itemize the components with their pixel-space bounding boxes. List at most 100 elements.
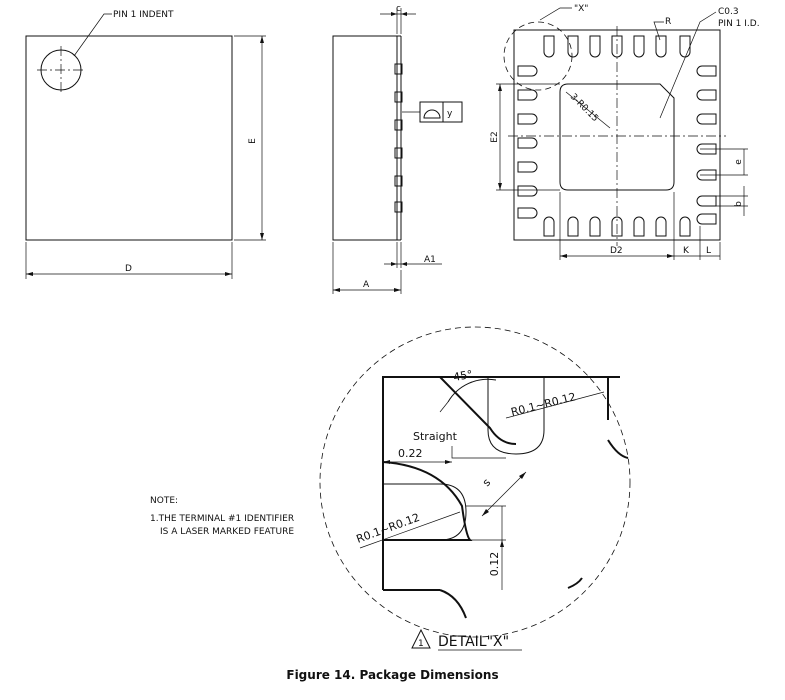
dim-a-label: A [363,280,370,290]
angle-leader [439,401,449,413]
pad [543,35,555,58]
pin1-indent-leader [73,13,112,57]
pad [696,113,717,125]
dim-c-label: c [396,4,401,14]
radius-top-leader [505,391,605,419]
detail-title: DETAIL"X" [438,634,509,650]
note-title: NOTE: [150,496,178,506]
dim-e-label: E [248,138,258,144]
d2-arrow-l [560,254,567,258]
pad [517,207,538,219]
a-arrow-l [333,288,340,292]
dim-012-label: 0.12 [488,552,501,577]
pad [611,216,623,237]
flatness-box [419,101,463,123]
pin1-id-label: PIN 1 I.D. [718,19,760,29]
pin1-indent-label: PIN 1 INDENT [113,10,174,20]
angle-label: 45° [452,368,473,384]
side-terminal [394,175,403,187]
side-terminal [394,63,403,75]
dim-s-arrow-a [482,509,489,516]
radius-left-leader [359,511,461,549]
pad [679,216,691,237]
exposed-pad [559,83,675,191]
revision-triangle [411,628,431,649]
figure-caption: Figure 14. Package Dimensions [286,668,499,682]
pad [696,169,717,181]
e-arrow-top [260,36,264,43]
package-side-body [332,35,398,241]
e-arrow-bottom [260,233,264,240]
dim-k-label: K [683,246,690,256]
pad [633,35,645,58]
right-pads [696,65,717,225]
detail-pad-bottom-edge [439,589,467,619]
angle-arc [447,378,497,403]
notes: NOTE: 1.THE TERMINAL #1 IDENTIFIER IS A … [150,496,294,537]
pad [517,185,538,197]
corner-pad-edge-top [439,376,517,445]
e2-arrow-bottom [498,183,502,190]
pad [517,161,538,173]
chamfer-label: C0.3 [718,7,739,17]
package-corner-edge [382,376,620,590]
radius-top-label: R0.1~R0.12 [510,390,578,419]
dim-d2-label: D2 [610,246,623,256]
dim-022-arrow-r [445,460,452,464]
chamfer-leader [659,11,717,119]
pad [589,216,601,237]
pad [696,89,717,101]
note-line-2: IS A LASER MARKED FEATURE [160,527,294,537]
c-arrow-l [391,12,397,16]
detail-pad-left [383,483,467,541]
radius-label: R [665,17,671,27]
pad [655,35,667,58]
straight-leader [451,446,506,459]
pad-radius-label: 3-R0.15 [568,92,600,124]
pad [696,65,717,77]
detail-x-view: 45° R0.1~R0.12 Straight 0.22 s R0.1~R0.1… [319,326,631,651]
pad [567,216,579,237]
detail-x-ref: "X" [574,4,588,14]
dim-e-pitch-label: e [734,159,744,165]
detail-x-callout-circle [503,21,573,91]
dim-b-label: b [734,201,744,207]
dim-a1-label: A1 [424,255,436,265]
pad [517,65,538,77]
detail-pad-top [487,377,545,455]
e2-arrow-top [498,84,502,91]
side-terminal [394,201,403,213]
pad [543,216,555,237]
dim-s-label: s [480,476,493,489]
pad [655,216,667,237]
dim-012-arrow [500,540,504,547]
a1-arrow-r [401,262,407,266]
d2-arrow-r [667,254,674,258]
radius-leader [653,21,664,41]
detail-x-leader [539,7,572,21]
pad [517,137,538,149]
pad [696,143,717,155]
revision-marker-number: 1 [418,639,424,649]
side-terminal [394,147,403,159]
bottom-pads [543,216,691,237]
pad [567,35,579,58]
pad [696,213,717,225]
dim-l-label: L [706,246,711,256]
dim-022-arrow-l [383,460,390,464]
top-pads [543,35,691,58]
pad [517,113,538,125]
pad [633,216,645,237]
pad [679,35,691,58]
corner-pad-edge-left [382,461,473,541]
flatness-symbol [423,109,441,119]
pad [517,89,538,101]
d-arrow-left [26,272,33,276]
side-terminal [394,119,403,131]
dim-d-label: D [125,264,132,274]
pad [696,195,717,207]
dim-022-label: 0.22 [398,447,423,460]
a1-arrow-l [391,262,397,266]
side-terminals [394,63,403,213]
